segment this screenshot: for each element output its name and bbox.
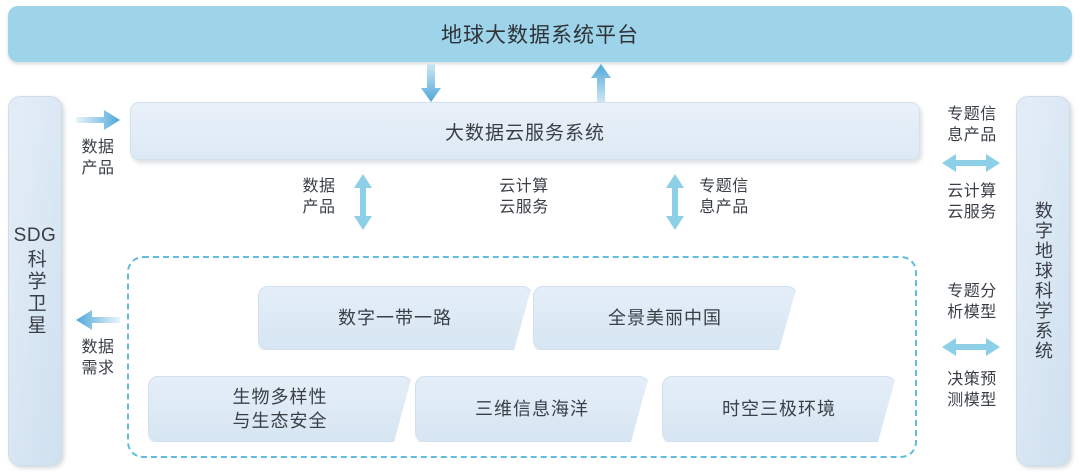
data-product-out-line1: 数据 [81, 139, 115, 156]
sdg-satellite-pillar-label: SDG 科学卫星 [14, 225, 57, 337]
mid-thematic-info-line1: 专题信 [699, 178, 749, 195]
right-decision-model-line1: 决策预 [947, 371, 997, 388]
data-demand-line1: 数据 [81, 339, 115, 356]
mid-cloud-service-line2: 云服务 [499, 198, 549, 216]
mid-cloud-service-label: 云计算 云服务 [488, 177, 560, 219]
arrow-up-down-icon [354, 174, 372, 230]
digital-earth-vertical-text: 数字地球科学系统 [1033, 201, 1053, 361]
sdg-acronym: SDG [13, 224, 57, 246]
program-card-3d-information-ocean[interactable]: 三维信息海洋 [415, 376, 649, 442]
right-thematic-model-line2: 析模型 [947, 303, 997, 321]
program-card-panoramic-beautiful-china[interactable]: 全景美丽中国 [533, 286, 797, 350]
programs-container [127, 256, 917, 458]
digital-earth-pillar: 数字地球科学系统 [1016, 96, 1070, 466]
right-thematic-info-line1: 专题信 [947, 106, 997, 123]
mid-data-product-line2: 产品 [302, 198, 336, 216]
program-card-digital-belt-road-label: 数字一带一路 [338, 307, 452, 328]
biodiversity-line1: 生物多样性 [232, 386, 328, 407]
platform-banner-title: 地球大数据系统平台 [441, 24, 639, 47]
sdg-satellite-pillar: SDG 科学卫星 [8, 96, 62, 466]
mid-data-product-label: 数据 产品 [288, 177, 350, 219]
data-demand-line2: 需求 [81, 359, 115, 377]
data-product-out-line2: 产品 [81, 159, 115, 177]
program-card-3d-information-ocean-label: 三维信息海洋 [475, 398, 589, 419]
program-card-spatiotemporal-three-poles-label: 时空三极环境 [722, 398, 836, 419]
right-cloud-compute-line1: 云计算 [947, 183, 997, 200]
program-card-panoramic-beautiful-china-label: 全景美丽中国 [608, 307, 722, 328]
arrow-up-icon [591, 64, 611, 102]
arrow-down-icon [421, 64, 441, 102]
right-thematic-model-label: 专题分 析模型 [934, 282, 1010, 324]
program-card-biodiversity-eco-security-label: 生物多样性 与生态安全 [233, 385, 328, 434]
program-card-digital-belt-road[interactable]: 数字一带一路 [258, 286, 532, 350]
bigdata-cloud-service-bar: 大数据云服务系统 [130, 102, 920, 160]
biodiversity-line2: 与生态安全 [232, 411, 328, 431]
program-card-biodiversity-eco-security[interactable]: 生物多样性 与生态安全 [148, 376, 412, 442]
platform-banner: 地球大数据系统平台 [8, 6, 1072, 62]
arrow-left-icon [76, 310, 120, 330]
data-product-out-label: 数据 产品 [70, 138, 126, 180]
arrow-up-down-icon-2 [666, 174, 684, 230]
right-cloud-compute-line2: 云服务 [947, 203, 997, 221]
mid-thematic-info-line2: 息产品 [699, 198, 749, 216]
arrow-right-icon [76, 110, 120, 130]
program-card-spatiotemporal-three-poles[interactable]: 时空三极环境 [662, 376, 896, 442]
right-cloud-compute-label: 云计算 云服务 [934, 182, 1010, 224]
arrow-left-right-icon [942, 154, 1000, 172]
mid-thematic-info-label: 专题信 息产品 [688, 177, 760, 219]
right-thematic-model-line1: 专题分 [947, 283, 997, 300]
right-decision-model-label: 决策预 测模型 [934, 370, 1010, 412]
arrow-left-right-icon-2 [942, 338, 1000, 356]
right-thematic-info-label: 专题信 息产品 [934, 105, 1010, 147]
sdg-satellite-vertical-text: 科学卫星 [24, 249, 46, 338]
right-thematic-info-line2: 息产品 [947, 126, 997, 144]
bigdata-cloud-service-title: 大数据云服务系统 [444, 122, 605, 144]
right-decision-model-line2: 测模型 [947, 391, 997, 409]
mid-cloud-service-line1: 云计算 [499, 178, 549, 195]
mid-data-product-line1: 数据 [302, 178, 336, 195]
data-demand-in-label: 数据 需求 [70, 338, 126, 380]
